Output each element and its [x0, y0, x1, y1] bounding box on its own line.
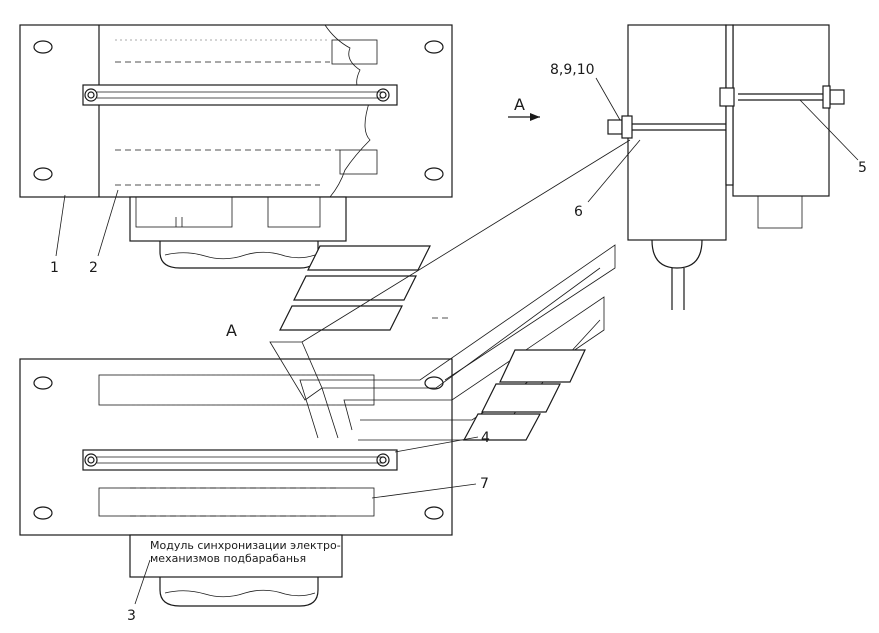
side-view-connector	[757, 195, 803, 229]
bottom-assembly-view	[19, 358, 453, 607]
top-hole-bl	[33, 167, 53, 181]
side-view-right-block	[732, 24, 830, 197]
side-view-cap	[651, 239, 703, 269]
callout-6: 6	[574, 204, 583, 220]
top-hole-tl	[33, 40, 53, 54]
module-caption-line-2: механизмов подбарабанья	[150, 552, 306, 565]
side-view-cable	[671, 268, 685, 310]
side-view	[607, 24, 845, 310]
callout-5: 5	[858, 160, 867, 176]
view-a-label: А	[226, 321, 237, 340]
top-rail	[82, 84, 398, 106]
top-cable-bundle	[159, 241, 319, 269]
view-arrow: А	[508, 95, 540, 121]
top-hole-tr	[424, 40, 444, 54]
callout-1: 1	[50, 260, 59, 276]
bottom-cable-bundle	[159, 577, 319, 607]
callout-3: 3	[127, 608, 136, 624]
bottom-rail	[82, 449, 398, 471]
callout-2: 2	[89, 260, 98, 276]
top-hole-br	[424, 167, 444, 181]
top-assembly-view	[19, 24, 453, 269]
top-bracket-2	[339, 149, 378, 175]
bottom-module-body	[129, 534, 343, 578]
top-module-underside	[129, 196, 347, 242]
callout-8-9-10: 8,9,10	[550, 62, 595, 78]
top-mounting-plate	[19, 24, 453, 198]
module-caption-line-1: Модуль синхронизации электро-	[150, 539, 341, 552]
bottom-mounting-plate	[19, 358, 453, 536]
side-view-left-block	[627, 24, 727, 241]
view-arrow-letter: А	[514, 95, 525, 114]
callout-7: 7	[480, 476, 489, 492]
detail-strips	[269, 139, 631, 441]
callout-4: 4	[481, 430, 490, 446]
leader-lines	[55, 77, 859, 605]
top-bracket-1	[331, 39, 378, 65]
bottom-lower-bracket	[98, 487, 375, 517]
